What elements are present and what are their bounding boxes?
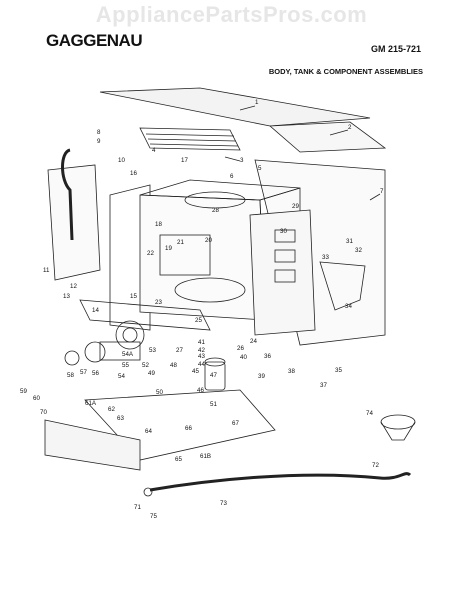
callout-40: 40 — [240, 354, 247, 361]
callout-16: 16 — [130, 170, 137, 177]
top-cover — [99, 87, 371, 127]
callout-64: 64 — [145, 428, 152, 435]
callout-62: 62 — [108, 406, 115, 413]
callout-36: 36 — [264, 353, 271, 360]
callout-34: 34 — [345, 303, 352, 310]
hose — [61, 148, 74, 241]
vent-grille — [139, 127, 241, 151]
callout-41: 41 — [198, 339, 205, 346]
callout-49: 49 — [148, 370, 155, 377]
callout-52: 52 — [142, 362, 149, 369]
callout-20: 20 — [205, 237, 212, 244]
callout-56: 56 — [92, 370, 99, 377]
bracket — [319, 261, 366, 311]
callout-28: 28 — [212, 207, 219, 214]
callout-43: 43 — [198, 353, 205, 360]
callout-2: 2 — [348, 124, 352, 131]
callout-4: 4 — [152, 147, 156, 154]
callout-66: 66 — [185, 425, 192, 432]
callout-53: 53 — [149, 347, 156, 354]
callout-7: 7 — [380, 188, 384, 195]
rear-strip — [268, 121, 387, 153]
kick-plate — [44, 419, 141, 471]
door-frame — [109, 184, 151, 331]
callout-67: 67 — [232, 420, 239, 427]
callout-54: 54 — [118, 373, 125, 380]
callout-61a: 61A — [85, 400, 97, 407]
callout-26: 26 — [237, 345, 244, 352]
callout-29: 29 — [292, 203, 299, 210]
callout-9: 9 — [97, 138, 101, 145]
callout-32: 32 — [355, 247, 362, 254]
callout-38: 38 — [288, 368, 295, 375]
callout-45: 45 — [192, 368, 199, 375]
callout-47: 47 — [210, 372, 217, 379]
callout-70: 70 — [40, 409, 47, 416]
callout-61b: 61B — [200, 453, 211, 460]
callout-35: 35 — [335, 367, 342, 374]
left-side-panel — [47, 164, 101, 281]
callout-11: 11 — [43, 267, 50, 274]
callout-24: 24 — [250, 338, 257, 345]
callout-23: 23 — [155, 299, 162, 306]
callout-33: 33 — [322, 254, 329, 261]
watermark: AppliancePartsPros.com — [95, 2, 368, 27]
callout-46: 46 — [197, 387, 204, 394]
callout-22: 22 — [147, 250, 154, 257]
callout-19: 19 — [165, 245, 172, 252]
callout-73: 73 — [220, 500, 227, 507]
callout-14: 14 — [92, 307, 99, 314]
callout-labels: 1234567891011121314151617181920212223242… — [20, 99, 384, 520]
callout-6: 6 — [230, 173, 234, 180]
callout-15: 15 — [130, 293, 137, 300]
door-panel — [249, 209, 316, 336]
pump-assembly — [64, 320, 145, 366]
callout-55: 55 — [122, 362, 129, 369]
callout-8: 8 — [97, 129, 101, 136]
callout-65: 65 — [175, 456, 182, 463]
callout-21: 21 — [177, 239, 184, 246]
callout-18: 18 — [155, 221, 162, 228]
callout-37: 37 — [320, 382, 327, 389]
callout-12: 12 — [70, 283, 77, 290]
callout-42: 42 — [198, 347, 205, 354]
callout-44: 44 — [198, 361, 205, 368]
callout-1: 1 — [255, 99, 259, 106]
callout-75: 75 — [150, 513, 157, 520]
callout-39: 39 — [258, 373, 265, 380]
callout-74: 74 — [366, 410, 373, 417]
callout-72: 72 — [372, 462, 379, 469]
model-number: GM 215-721 — [370, 44, 421, 54]
callout-25: 25 — [195, 317, 202, 324]
callout-63: 63 — [117, 415, 124, 422]
callout-48: 48 — [170, 362, 177, 369]
drain-hose — [149, 472, 412, 492]
brand-logo: GAGGENAU — [46, 31, 143, 50]
callout-3: 3 — [240, 157, 244, 164]
callout-71: 71 — [134, 504, 141, 511]
callout-57: 57 — [80, 369, 87, 376]
motor — [204, 357, 226, 391]
bottom-pan — [79, 299, 211, 331]
callout-54a: 54A — [122, 351, 134, 358]
callout-58: 58 — [67, 372, 74, 379]
callout-30: 30 — [280, 228, 287, 235]
callout-50: 50 — [156, 389, 163, 396]
callout-10: 10 — [118, 157, 125, 164]
callout-27: 27 — [176, 347, 183, 354]
callout-60: 60 — [33, 395, 40, 402]
callout-5: 5 — [258, 165, 262, 172]
callout-51: 51 — [210, 401, 217, 408]
callout-17: 17 — [181, 157, 188, 164]
callout-31: 31 — [346, 238, 353, 245]
callout-13: 13 — [63, 293, 70, 300]
funnel — [380, 414, 416, 441]
callout-59: 59 — [20, 388, 27, 395]
diagram-title: BODY, TANK & COMPONENT ASSEMBLIES — [268, 67, 423, 76]
